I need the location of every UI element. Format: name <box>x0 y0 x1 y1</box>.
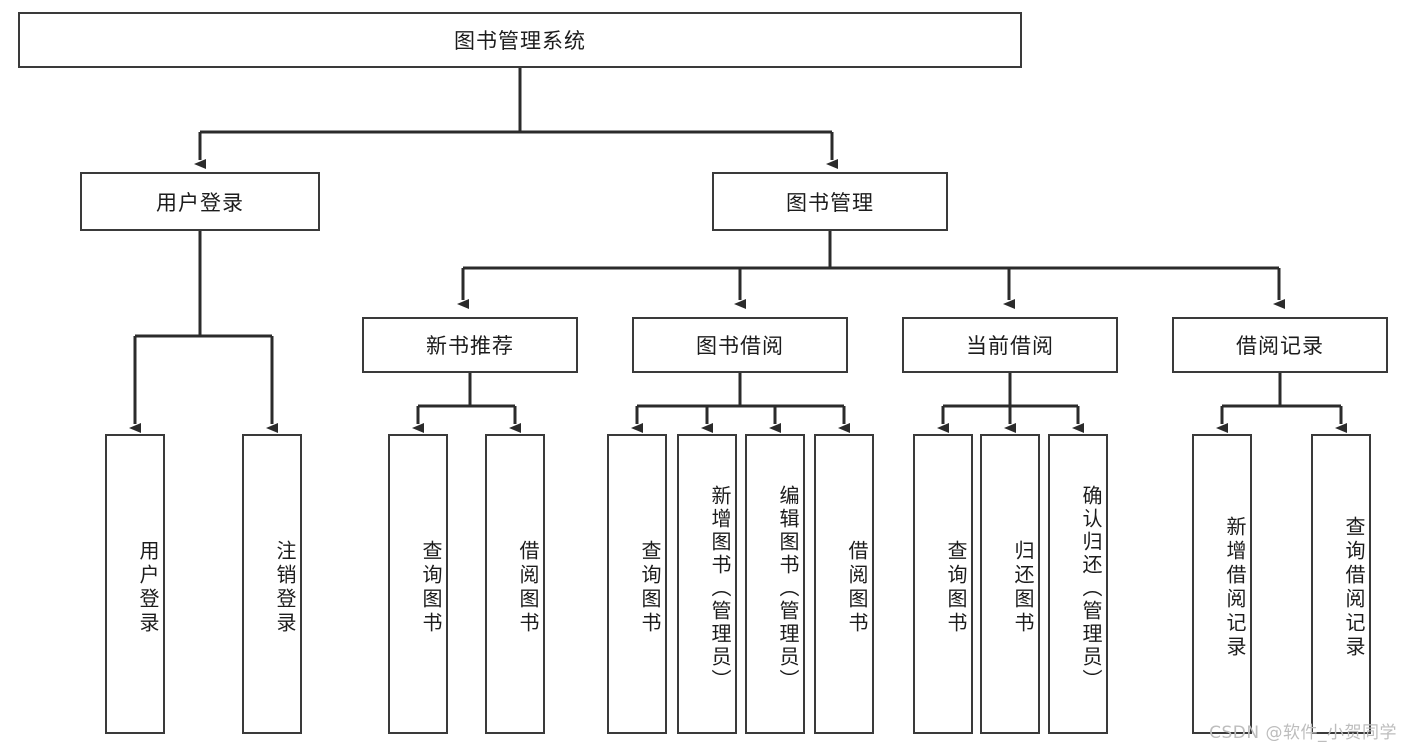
node-user-login[interactable]: 用户登录 <box>80 172 320 231</box>
leaf-borrow-add-book-admin[interactable]: 新增图书（管理员） <box>677 434 737 734</box>
leaf-recommend-borrow-book[interactable]: 借阅图书 <box>485 434 545 734</box>
leaf-recommend-query-book[interactable]: 查询图书 <box>388 434 448 734</box>
leaf-borrow-edit-book-admin[interactable]: 编辑图书（管理员） <box>745 434 805 734</box>
leaf-current-query-book[interactable]: 查询图书 <box>913 434 973 734</box>
leaf-user-login-signout[interactable]: 注销登录 <box>242 434 302 734</box>
node-new-book-recommend[interactable]: 新书推荐 <box>362 317 578 373</box>
node-book-management[interactable]: 图书管理 <box>712 172 948 231</box>
leaf-record-query-record[interactable]: 查询借阅记录 <box>1311 434 1371 734</box>
leaf-current-return-book[interactable]: 归还图书 <box>980 434 1040 734</box>
node-current-borrow[interactable]: 当前借阅 <box>902 317 1118 373</box>
leaf-borrow-borrow-book[interactable]: 借阅图书 <box>814 434 874 734</box>
watermark-text: CSDN @软件_小贺同学 <box>1209 723 1397 743</box>
leaf-user-login-signin[interactable]: 用户登录 <box>105 434 165 734</box>
node-root-system[interactable]: 图书管理系统 <box>18 12 1022 68</box>
leaf-borrow-query-book[interactable]: 查询图书 <box>607 434 667 734</box>
node-book-borrow[interactable]: 图书借阅 <box>632 317 848 373</box>
node-borrow-record[interactable]: 借阅记录 <box>1172 317 1388 373</box>
leaf-current-confirm-return-admin[interactable]: 确认归还（管理员） <box>1048 434 1108 734</box>
leaf-record-add-record[interactable]: 新增借阅记录 <box>1192 434 1252 734</box>
